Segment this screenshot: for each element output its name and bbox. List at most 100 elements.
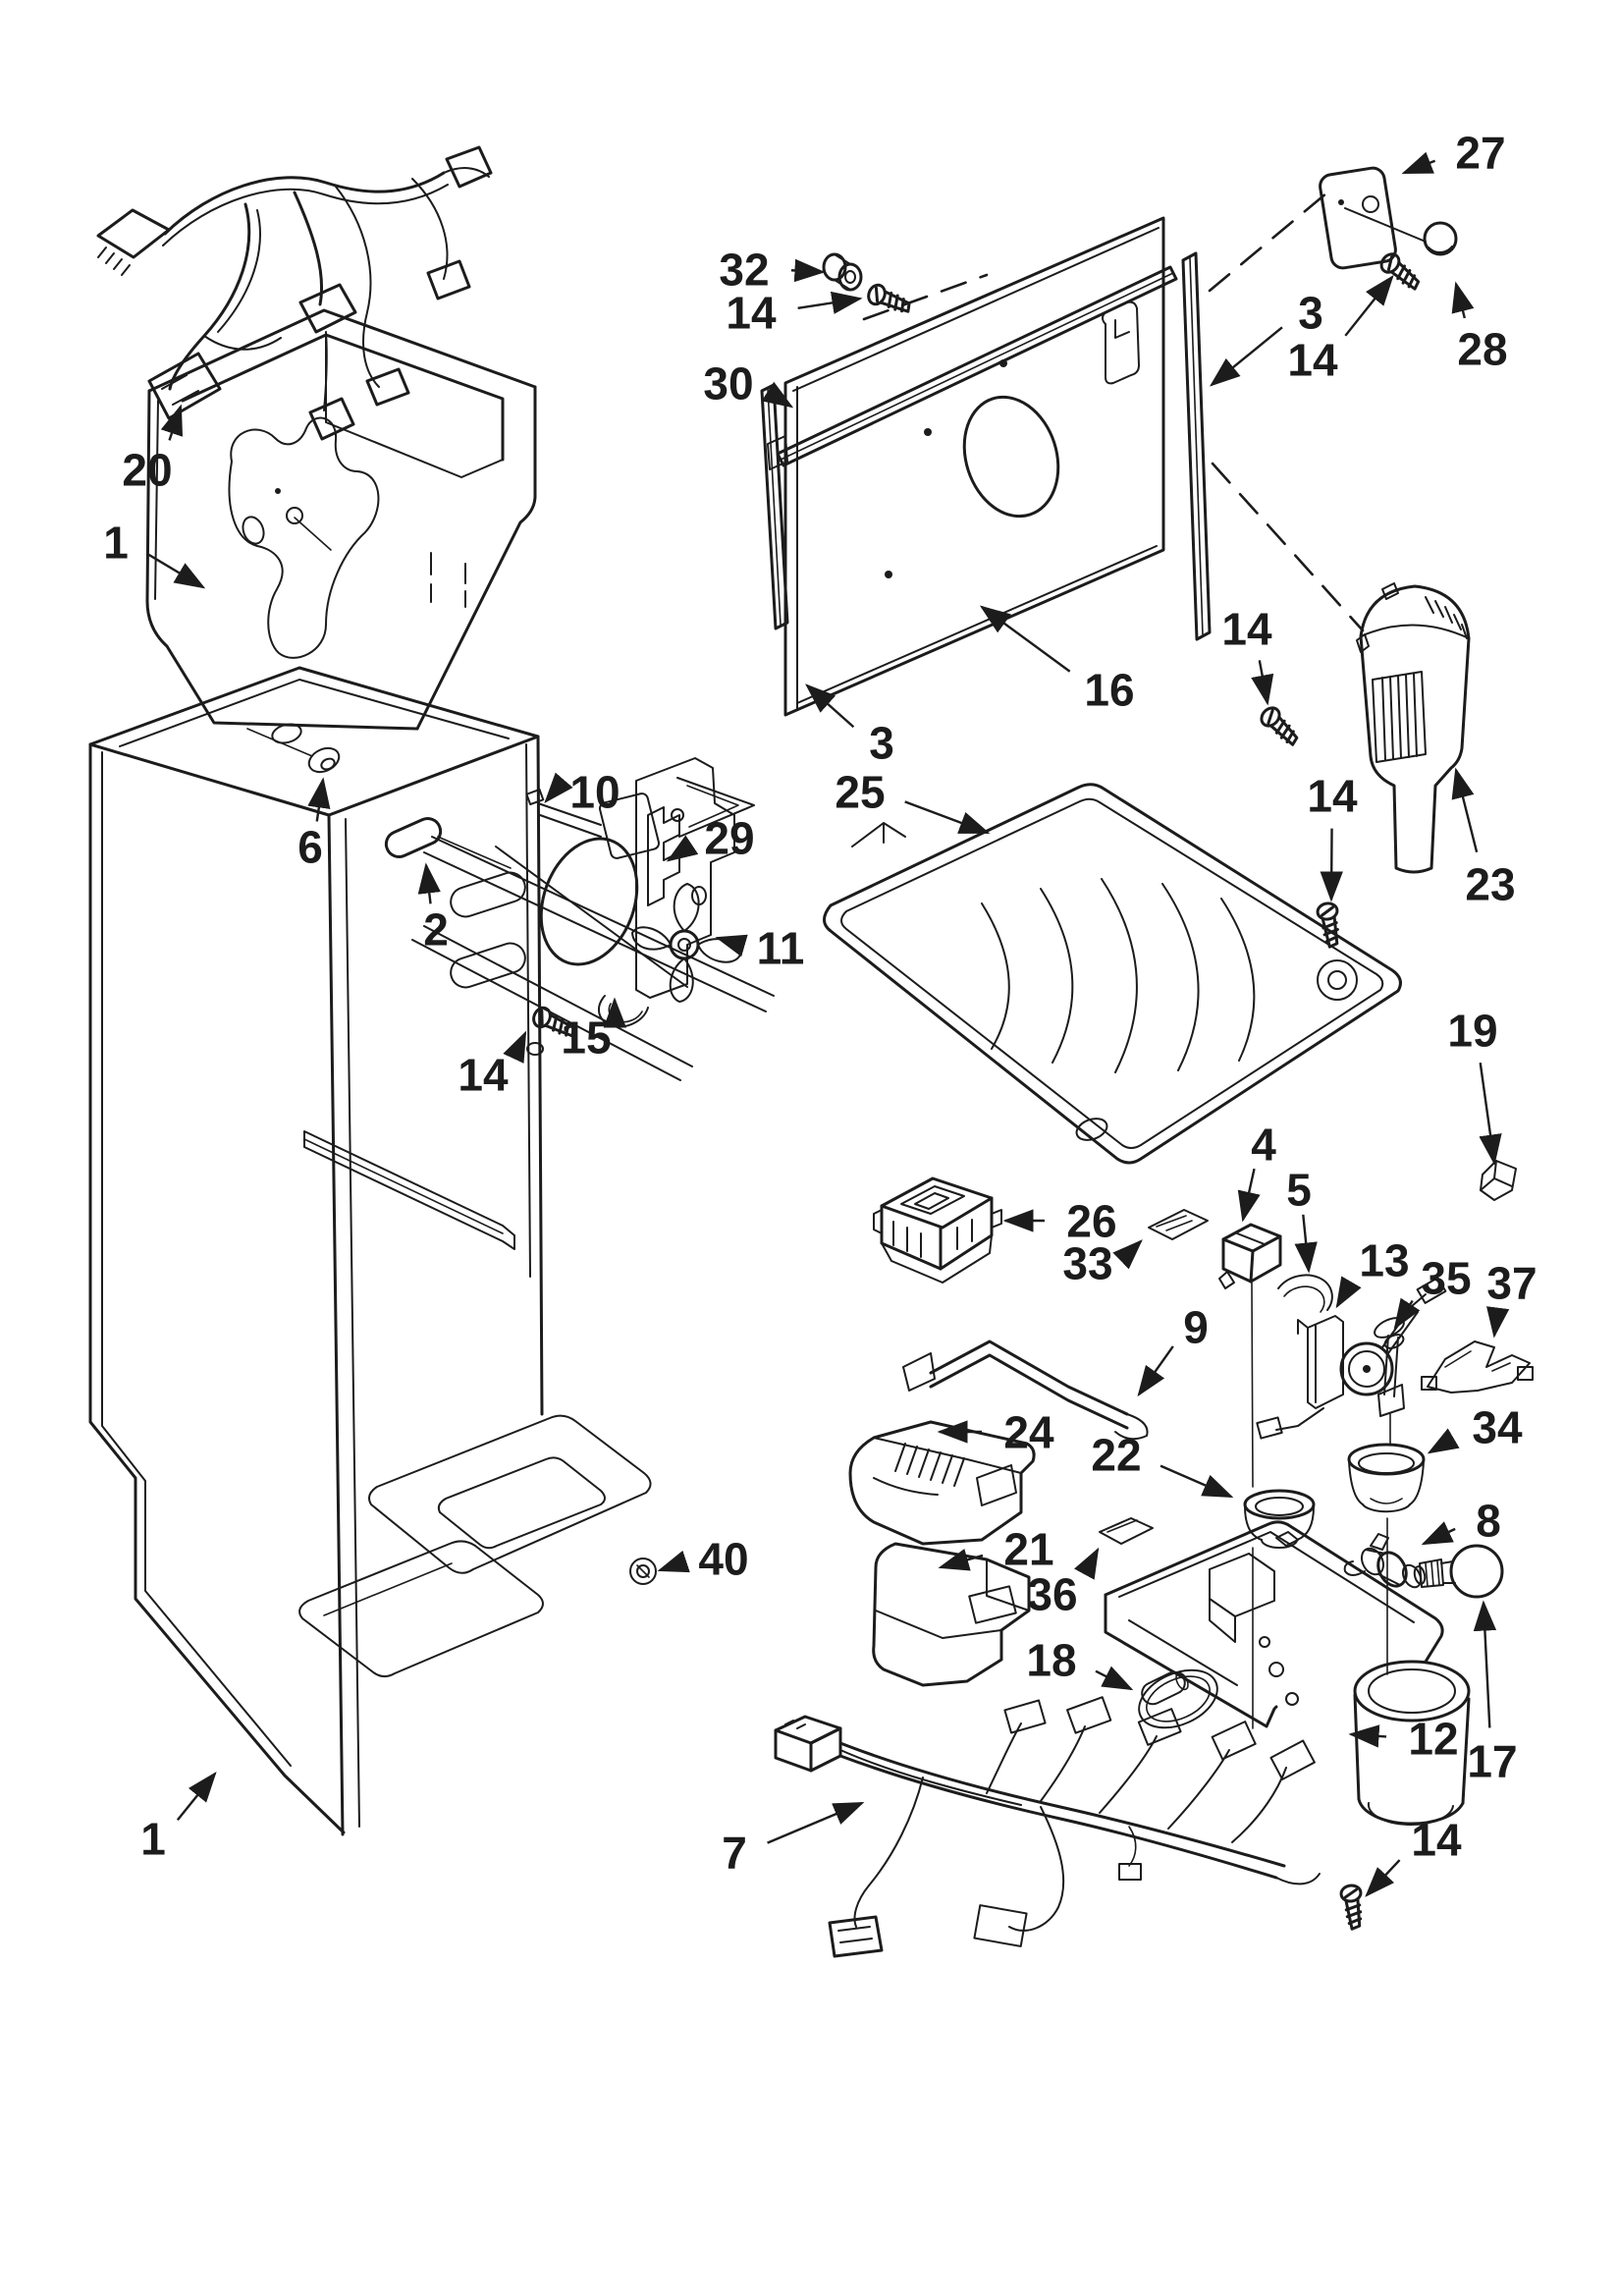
- callout-label-liner-bottom: 1: [140, 1814, 166, 1865]
- wiring-harness-top: [96, 145, 493, 441]
- callout-arrow-screw-14-plate: [1344, 274, 1394, 337]
- freezer-liner: [145, 308, 537, 774]
- callout-arrow-thermostat-4: [1237, 1168, 1261, 1223]
- defrost-heater: [902, 1339, 1149, 1441]
- callout-label-bulb-17: 17: [1467, 1736, 1517, 1787]
- callout-arrow-screw-14-top: [797, 291, 863, 314]
- callout-arrow-clip-5: [1294, 1214, 1318, 1274]
- thermostat-bracket: [1256, 1277, 1534, 1675]
- callout-label-grommet-6: 6: [297, 822, 323, 873]
- support-clip: [1480, 1160, 1517, 1201]
- callout-arrow-pad-36: [1074, 1547, 1100, 1580]
- callout-label-clamp-15: 15: [561, 1012, 611, 1064]
- callout-label-socket-8: 8: [1476, 1496, 1501, 1547]
- callout-label-clip-5: 5: [1286, 1165, 1312, 1216]
- fan-motor-assembly: [384, 757, 775, 1056]
- callout-label-plate-27: 27: [1455, 128, 1505, 179]
- callout-label-pad-36: 36: [1027, 1569, 1077, 1620]
- callout-label-wire-bracket-37: 37: [1486, 1258, 1537, 1309]
- defrost-tray: [823, 783, 1402, 1165]
- access-plate: [1319, 166, 1458, 270]
- callout-arrow-cover-18: [1095, 1666, 1134, 1691]
- callout-label-strip-3-left: 3: [869, 718, 894, 769]
- callout-label-screw-14-top: 14: [726, 288, 777, 339]
- callout-arrow-bracket-13: [1335, 1276, 1362, 1309]
- callout-label-tube-2: 2: [423, 904, 449, 956]
- defrost-thermostat: [1218, 1223, 1333, 1729]
- callout-arrow-tray-25: [904, 800, 991, 835]
- callout-label-plug-28: 28: [1457, 324, 1507, 375]
- callout-label-fan-11: 11: [757, 923, 805, 974]
- callout-label-clip-19: 19: [1447, 1006, 1497, 1057]
- callout-label-plate-33: 33: [1062, 1238, 1112, 1289]
- callout-label-cover-18: 18: [1026, 1635, 1076, 1686]
- callout-label-rail-30: 30: [703, 358, 753, 410]
- callout-label-bracket-13: 13: [1359, 1235, 1409, 1286]
- callout-label-tray-25: 25: [835, 767, 885, 818]
- callout-label-duct-23: 23: [1465, 859, 1515, 910]
- callout-label-grommet-40: 40: [698, 1534, 748, 1585]
- control-housing: [873, 1176, 1209, 1284]
- callout-layer: 1203214302728314163252314141910622911151…: [103, 128, 1537, 1897]
- callout-arrow-stem-35: [1393, 1297, 1421, 1331]
- callout-label-grommet-32: 32: [719, 245, 769, 296]
- callout-arrow-screw-14-duct: [1251, 660, 1274, 706]
- callout-arrow-plate-27: [1401, 151, 1436, 175]
- callout-label-ring-22: 22: [1091, 1430, 1141, 1481]
- callout-label-screw-14-tray: 14: [1307, 771, 1358, 822]
- callout-label-duct-24: 24: [1003, 1407, 1054, 1458]
- callout-label-screw-14-fan: 14: [458, 1050, 509, 1101]
- callout-arrow-foam-21: [938, 1549, 984, 1571]
- callout-arrow-clip-19: [1479, 1062, 1502, 1166]
- callout-label-screw-14-duct: 14: [1221, 604, 1272, 655]
- drain-cup-and-ring: [1243, 1443, 1426, 1549]
- callout-arrow-fan-11: [715, 934, 748, 957]
- callout-arrow-rail-30: [761, 381, 794, 409]
- callout-arrow-heater-9: [1137, 1345, 1174, 1397]
- wiring-harness-lower: [774, 1696, 1321, 1958]
- callout-label-bracket-29: 29: [704, 813, 754, 864]
- air-duct: [1356, 582, 1471, 874]
- callout-arrow-strip-3-left: [805, 683, 855, 729]
- callout-label-strip-3-right: 3: [1298, 288, 1323, 339]
- callout-label-control-26: 26: [1066, 1196, 1116, 1247]
- callout-label-screw-14-bottom: 14: [1411, 1815, 1462, 1866]
- callout-label-liner-top: 1: [103, 518, 129, 569]
- callout-arrow-plate-33: [1112, 1239, 1143, 1270]
- callout-arrow-motor-10: [544, 772, 573, 803]
- callout-arrow-strip-3-right: [1209, 326, 1283, 387]
- callout-arrow-grommet-32: [790, 258, 826, 283]
- callout-label-cup-34: 34: [1472, 1402, 1523, 1453]
- callout-label-motor-10: 10: [569, 767, 620, 818]
- callout-label-panel-16: 16: [1084, 665, 1134, 716]
- lamp-parts: [1141, 1533, 1504, 1706]
- callout-arrow-duct-23: [1451, 767, 1479, 853]
- liner-body: [88, 666, 693, 1836]
- callout-label-harness-top-20: 20: [122, 445, 172, 496]
- callout-arrow-grommet-6: [307, 777, 331, 822]
- callout-arrow-pan-12: [1348, 1724, 1387, 1748]
- callout-label-stem-35: 35: [1421, 1253, 1471, 1304]
- foam-air-ducts: [848, 1420, 1154, 1687]
- callout-arrow-bulb-17: [1473, 1600, 1497, 1728]
- callout-arrow-liner-bottom: [176, 1771, 217, 1821]
- callout-arrow-wire-bracket-37: [1486, 1306, 1510, 1339]
- callout-label-harness-lower-7: 7: [722, 1828, 747, 1879]
- callout-arrow-screw-14-tray: [1320, 828, 1343, 902]
- spacer-grommet: [822, 252, 863, 292]
- callout-label-foam-21: 21: [1003, 1524, 1053, 1575]
- callout-arrow-ring-22: [1160, 1464, 1234, 1499]
- callout-arrow-panel-16: [979, 605, 1071, 673]
- callout-arrow-bracket-29: [666, 835, 699, 862]
- callout-arrow-socket-8: [1421, 1521, 1456, 1546]
- callout-label-pan-12: 12: [1408, 1714, 1458, 1765]
- callout-arrow-grommet-40: [657, 1550, 690, 1573]
- callout-arrow-harness-top-20: [160, 404, 184, 441]
- callout-label-screw-14-plate: 14: [1287, 335, 1338, 386]
- callout-arrow-screw-14-bottom: [1365, 1859, 1401, 1897]
- callout-arrow-liner-top: [146, 552, 206, 589]
- callout-label-thermostat-4: 4: [1251, 1120, 1276, 1171]
- callout-arrow-tube-2: [417, 862, 441, 904]
- callout-arrow-cup-34: [1427, 1428, 1460, 1454]
